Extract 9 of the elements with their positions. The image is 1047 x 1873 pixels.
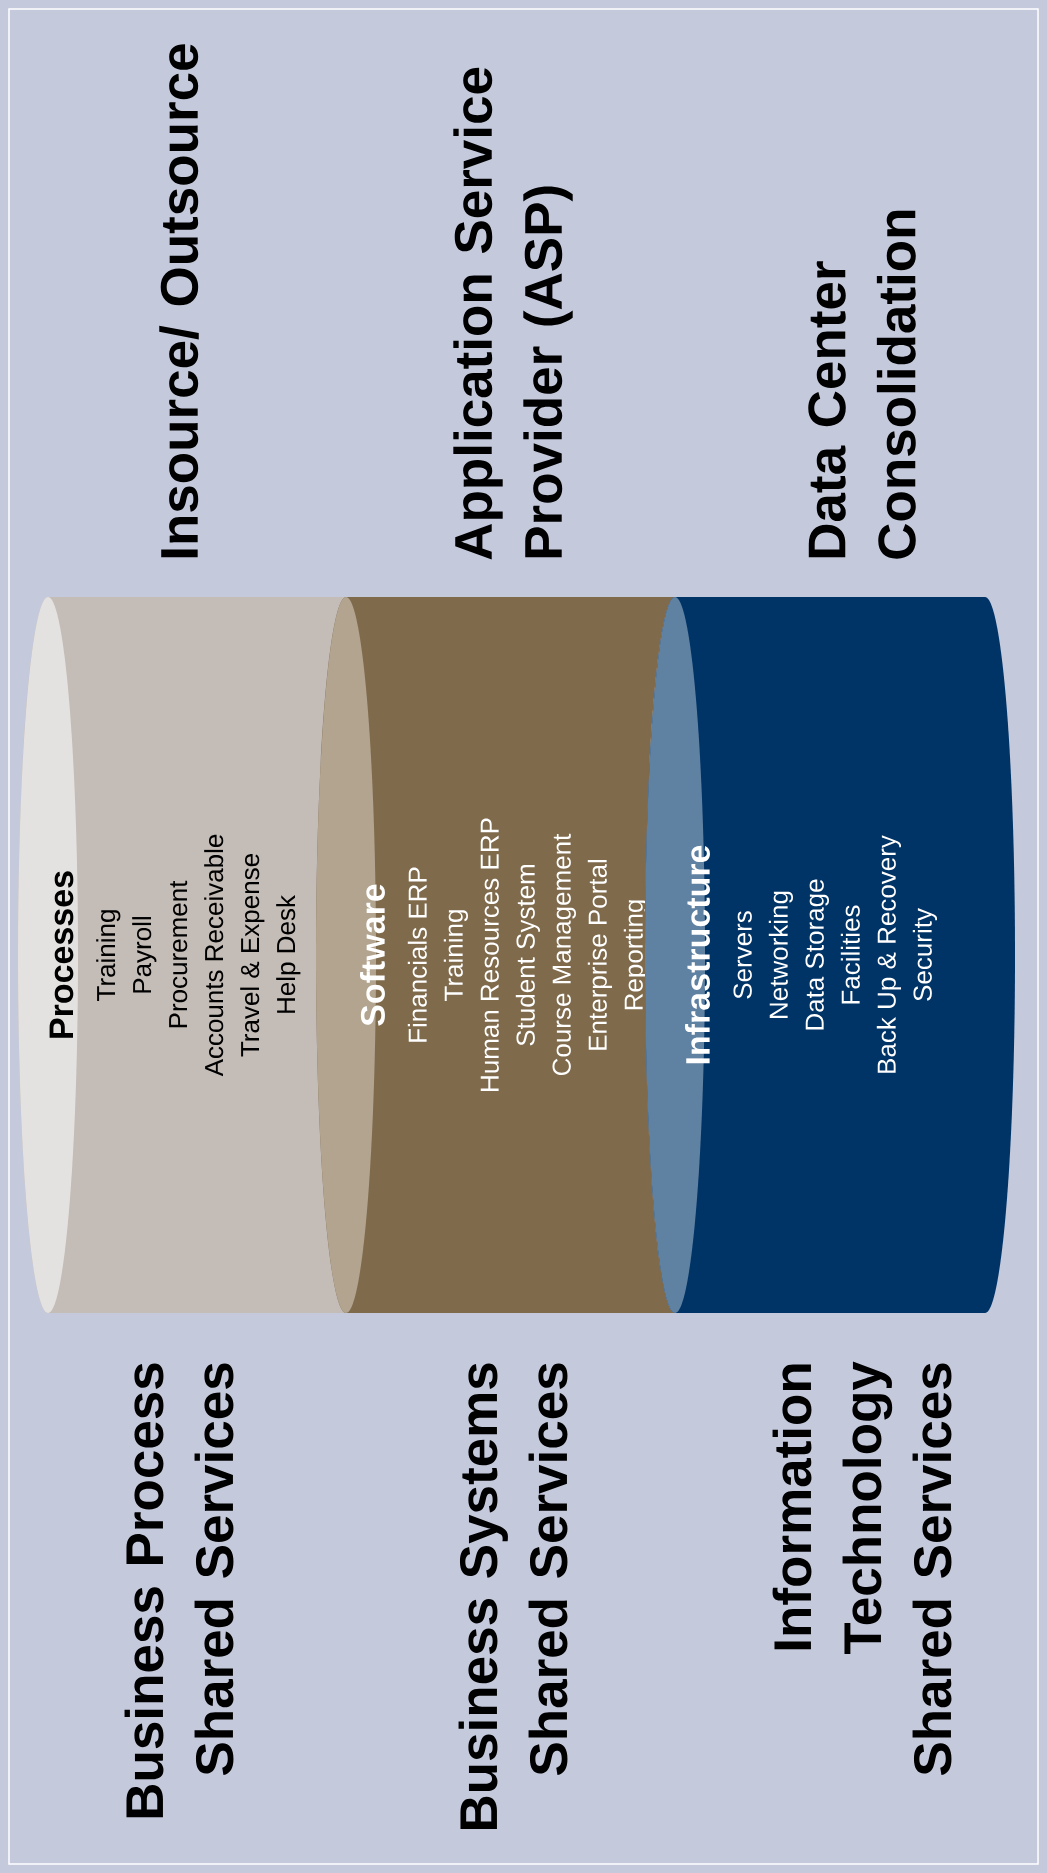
side-label: Data Center Consolidation <box>808 210 916 559</box>
side-label: Business Process Shared Services <box>124 1363 234 1818</box>
side-label: Information Technology Shared Services <box>772 1361 952 1776</box>
cylinder-segment: Processes Training Payroll Procurement Accounts Receivable Travel & Expense Help Desk <box>18 597 346 1313</box>
side-label: Insource/ Outsource <box>159 44 199 558</box>
side-label: Business Systems Shared Services <box>458 1363 568 1829</box>
side-label: Application Service Provider (ASP) <box>453 67 573 560</box>
cylinder-segment: Software Financials ERP Training Human Resources ERP Student System Course Management Enterprise Portal Reporting <box>316 597 675 1313</box>
cylinder-segment: Infrastructure Servers Networking Data Storage Facilities Back Up & Recovery Security <box>645 597 1015 1313</box>
